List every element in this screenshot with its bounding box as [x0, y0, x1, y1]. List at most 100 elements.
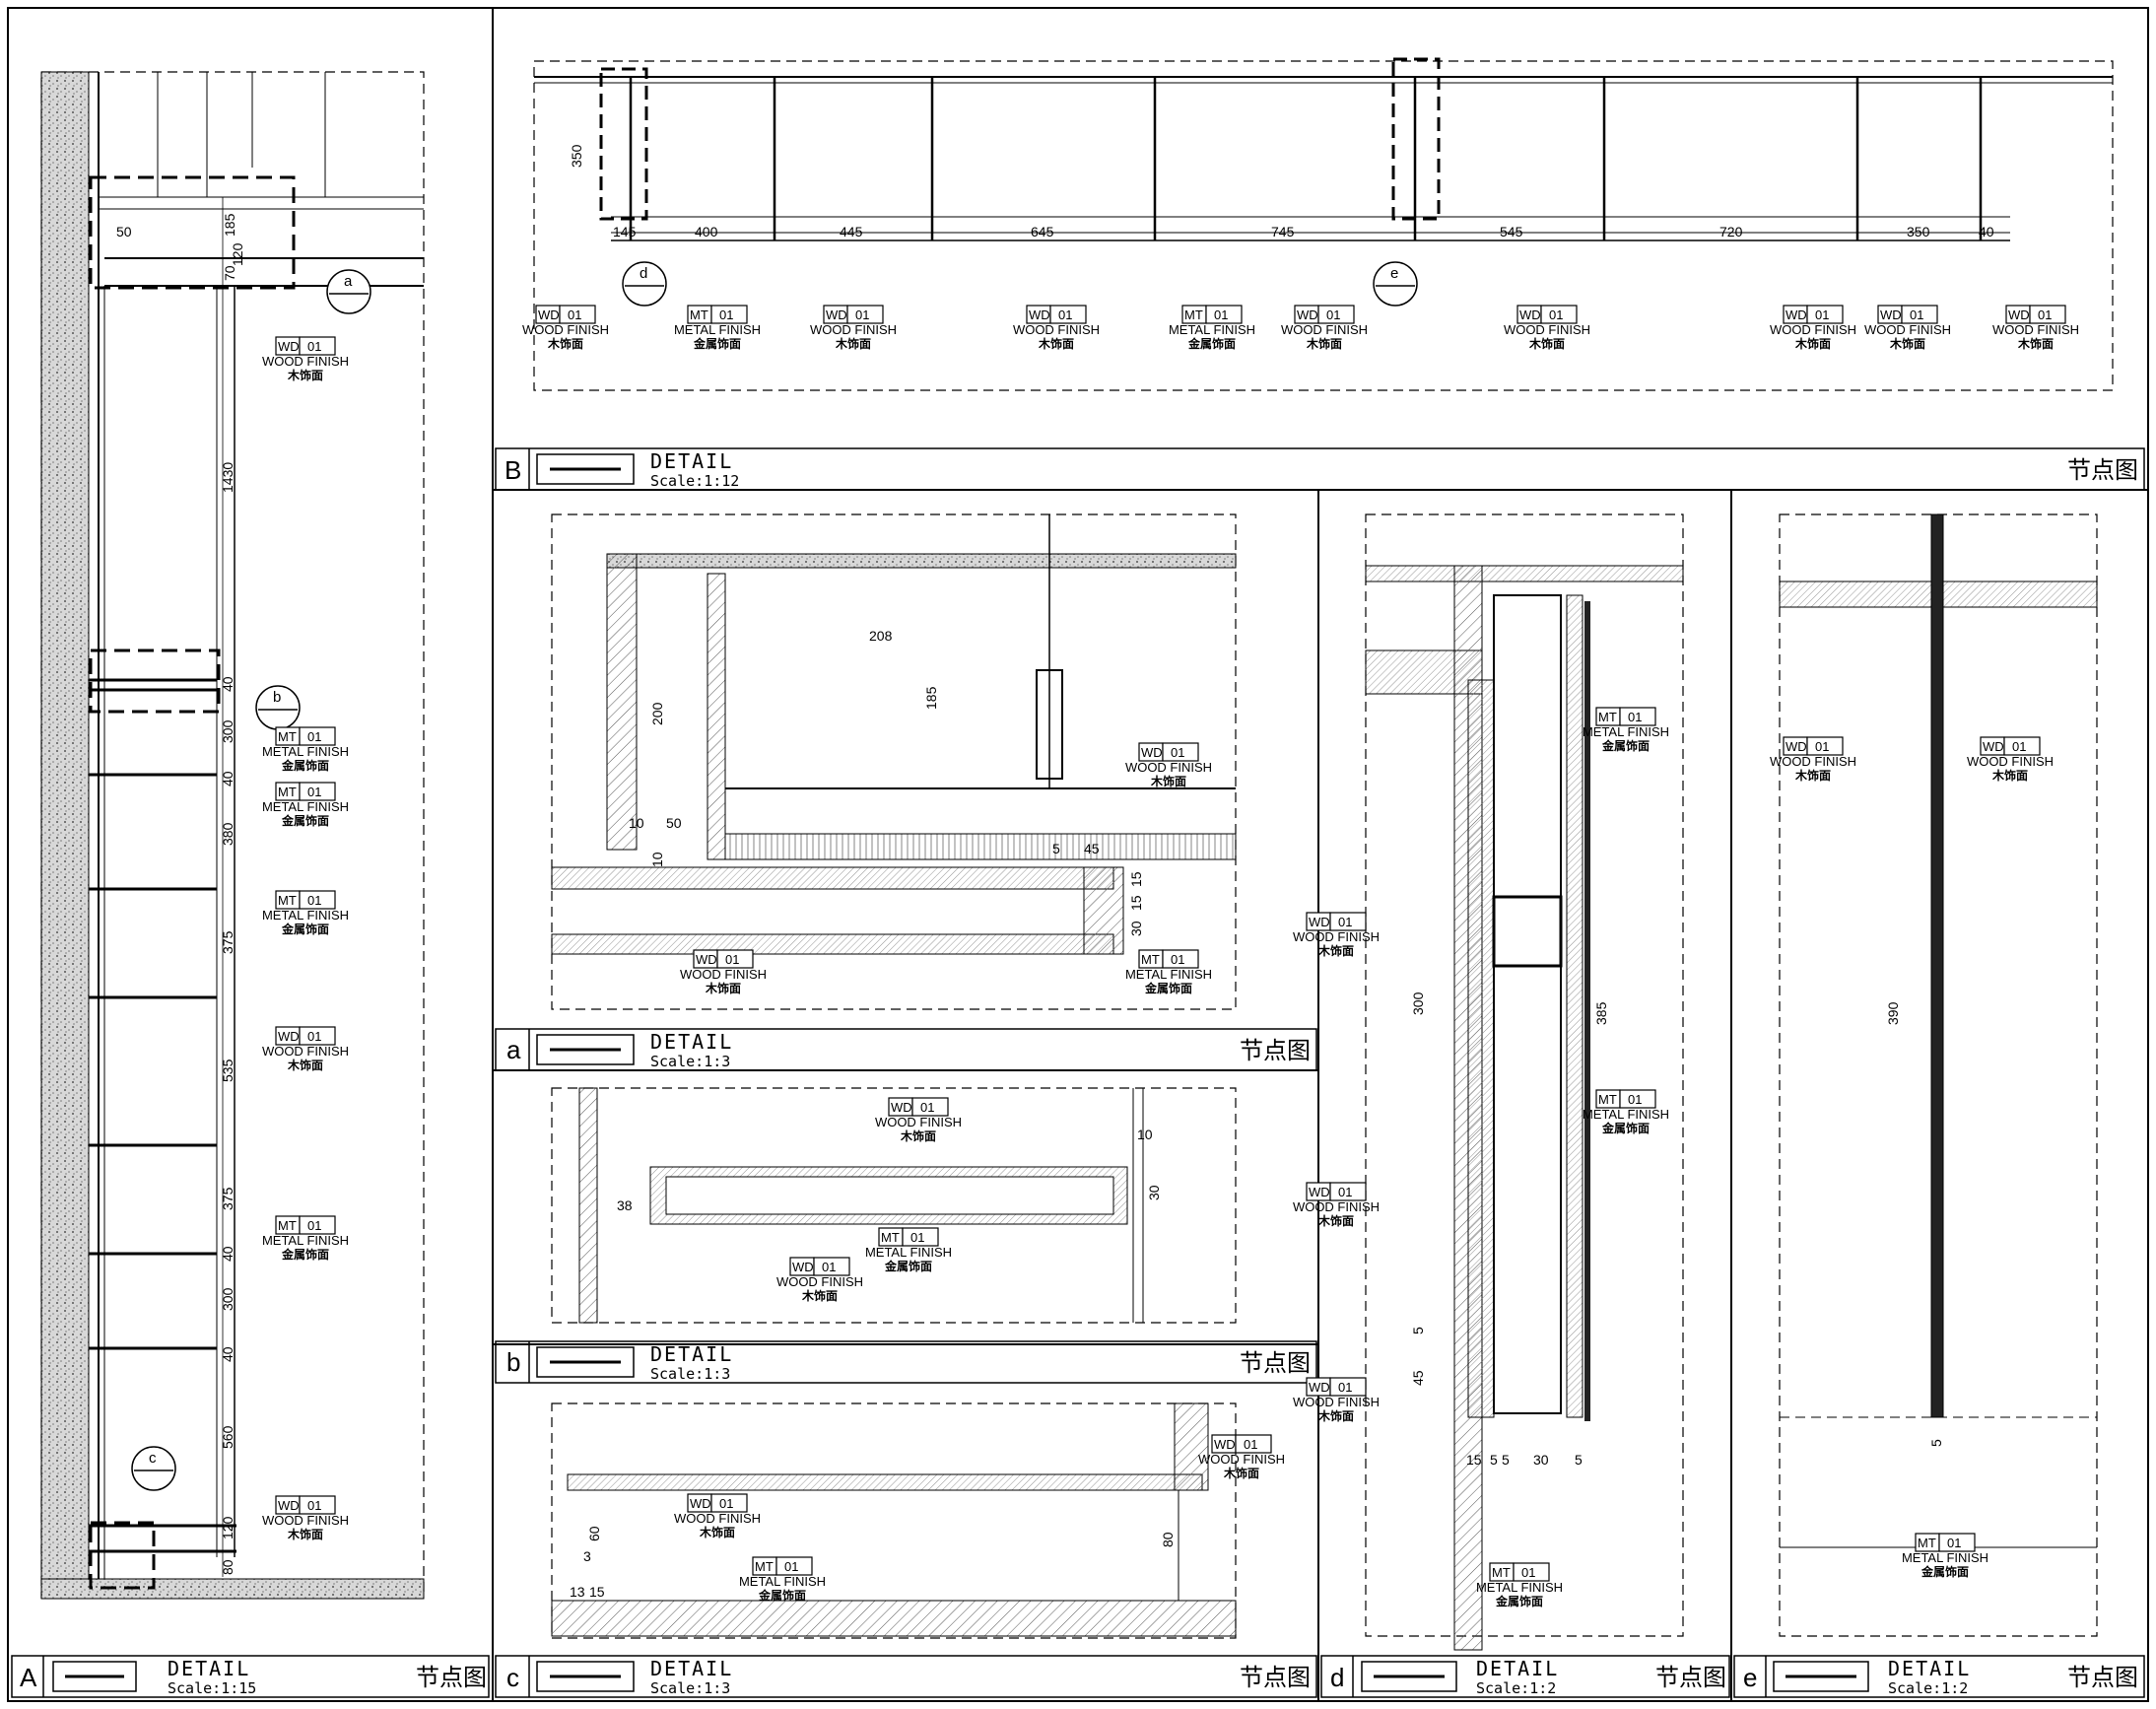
tag-code: WD: [1785, 308, 1807, 322]
tag-en: WOOD FINISH: [262, 1513, 349, 1528]
panel-title: DETAIL: [168, 1657, 250, 1680]
dim: 535: [220, 1059, 236, 1082]
tag-code: WD: [1214, 1437, 1236, 1452]
tag-code: WD: [1309, 1380, 1330, 1395]
tag-number: 01: [568, 308, 581, 322]
tag-code: WD: [792, 1260, 814, 1274]
tag-cn: 木饰面: [1794, 768, 1831, 783]
callout-d: d: [622, 261, 667, 307]
tag-cn: 木饰面: [287, 1527, 323, 1541]
tag-en: WOOD FINISH: [776, 1274, 863, 1289]
panel-scale: 1:3: [704, 1053, 730, 1070]
dim: 145: [613, 224, 637, 239]
dim: 80: [1160, 1532, 1176, 1547]
scale-prefix: Scale:: [1888, 1679, 1941, 1697]
dim: 10: [649, 852, 665, 867]
tag-number: 01: [719, 1496, 733, 1511]
panel-letter: a: [506, 1035, 521, 1064]
dim: 390: [1885, 1001, 1901, 1025]
tag-cn: 金属饰面: [1144, 981, 1192, 995]
panel-scale: 1:2: [1941, 1679, 1968, 1697]
tag-number: 01: [307, 893, 321, 908]
dim: 380: [220, 822, 236, 846]
tag-code: WD: [1880, 308, 1902, 322]
svg-text:b: b: [273, 689, 281, 706]
tag-code: MT: [1918, 1536, 1936, 1550]
tag-number: 01: [719, 308, 733, 322]
tag-code: WD: [826, 308, 847, 322]
panel-cn-title: 节点图: [2067, 457, 2138, 484]
tag-number: 01: [1628, 1092, 1642, 1107]
tag-number: 01: [2038, 308, 2052, 322]
tag-cn: 金属饰面: [1601, 738, 1650, 753]
panel-title: DETAIL: [650, 1342, 733, 1366]
tag-code: WD: [1309, 1185, 1330, 1199]
tag-cn: 木饰面: [1889, 336, 1925, 351]
dim: 400: [695, 224, 718, 239]
tag-code: MT: [278, 1218, 297, 1233]
panel-scale: 1:3: [704, 1365, 730, 1383]
title-block-e: e DETAIL Scale:1:2 节点图: [1733, 1655, 2145, 1698]
callout-e: e: [1373, 261, 1418, 307]
tag-en: METAL FINISH: [1583, 1107, 1669, 1122]
tag-cn: 木饰面: [900, 1128, 936, 1143]
dim: 350: [569, 144, 584, 168]
tag-en: WOOD FINISH: [810, 322, 897, 337]
panel-letter: c: [506, 1663, 519, 1692]
tag-en: METAL FINISH: [262, 799, 349, 814]
panel-title: DETAIL: [1888, 1657, 1971, 1680]
tag-code: MT: [1598, 1092, 1617, 1107]
tag-code: WD: [278, 1498, 300, 1513]
tag-number: 01: [855, 308, 869, 322]
dim: 375: [220, 1187, 236, 1210]
tag-number: 01: [910, 1230, 924, 1245]
tag-code: WD: [1309, 915, 1330, 929]
tag-code: WD: [1029, 308, 1050, 322]
tag-number: 01: [2012, 739, 2026, 754]
panel-letter: b: [506, 1347, 520, 1377]
dim: 70: [222, 265, 237, 281]
tag-code: MT: [881, 1230, 900, 1245]
tag-cn: 木饰面: [1317, 1213, 1354, 1228]
tag-code: MT: [278, 893, 297, 908]
tag-cn: 木饰面: [801, 1288, 838, 1303]
tag-number: 01: [822, 1260, 836, 1274]
tag-number: 01: [920, 1100, 934, 1115]
svg-text:e: e: [1390, 265, 1398, 282]
dim: 40: [1979, 224, 1994, 239]
panel-cn-title: 节点图: [1655, 1665, 1726, 1691]
tag-number: 01: [1628, 710, 1642, 724]
dim: 208: [869, 628, 893, 644]
tag-number: 01: [307, 1029, 321, 1044]
dim: 60: [586, 1526, 602, 1541]
tag-code: WD: [538, 308, 560, 322]
dim: 15: [1466, 1452, 1482, 1468]
panel-cn-title: 节点图: [416, 1665, 487, 1691]
svg-text:a: a: [344, 273, 353, 290]
panel-title: DETAIL: [650, 1657, 733, 1680]
tag-number: 01: [1214, 308, 1228, 322]
scale-prefix: Scale:: [650, 1053, 704, 1070]
tag-en: WOOD FINISH: [1293, 1199, 1380, 1214]
dim: 1430: [220, 462, 236, 493]
panel-letter: A: [20, 1663, 37, 1692]
tag-en: METAL FINISH: [1476, 1580, 1563, 1595]
dim: 38: [617, 1197, 633, 1213]
title-block-a: a DETAIL Scale:1:3 节点图: [495, 1028, 1317, 1071]
svg-text:Scale:1:3: Scale:1:3: [650, 1365, 730, 1383]
tag-cn: 金属饰面: [281, 758, 329, 773]
dim: 40: [220, 771, 236, 786]
tag-code: WD: [1297, 308, 1318, 322]
title-block-d: d DETAIL Scale:1:2 节点图: [1320, 1655, 1730, 1698]
tag-number: 01: [1947, 1536, 1961, 1550]
dim: 30: [1146, 1185, 1162, 1200]
